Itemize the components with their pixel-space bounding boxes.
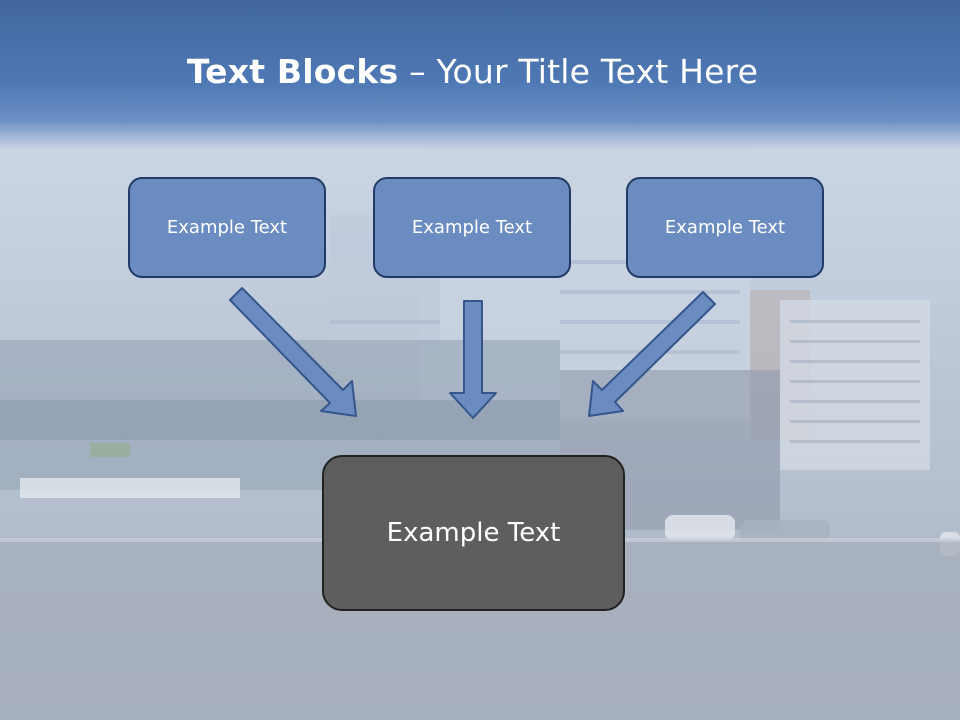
page-title: Text Blocks – Your Title Text Here — [0, 52, 945, 91]
output-box-label: Example Text — [386, 518, 561, 548]
input-box-3-label: Example Text — [664, 217, 786, 238]
input-box-1: Example Text — [128, 177, 326, 278]
header-band — [0, 0, 960, 150]
arrow-right — [588, 291, 716, 417]
arrow-left — [229, 287, 357, 417]
title-rest: Your Title Text Here — [436, 52, 759, 91]
input-box-1-label: Example Text — [166, 217, 288, 238]
title-separator: – — [398, 52, 437, 91]
title-bold: Text Blocks — [186, 52, 399, 91]
output-box: Example Text — [322, 455, 625, 611]
input-box-2: Example Text — [373, 177, 571, 278]
arrow-center — [449, 300, 497, 419]
input-box-3: Example Text — [626, 177, 824, 278]
input-box-2-label: Example Text — [411, 217, 533, 238]
